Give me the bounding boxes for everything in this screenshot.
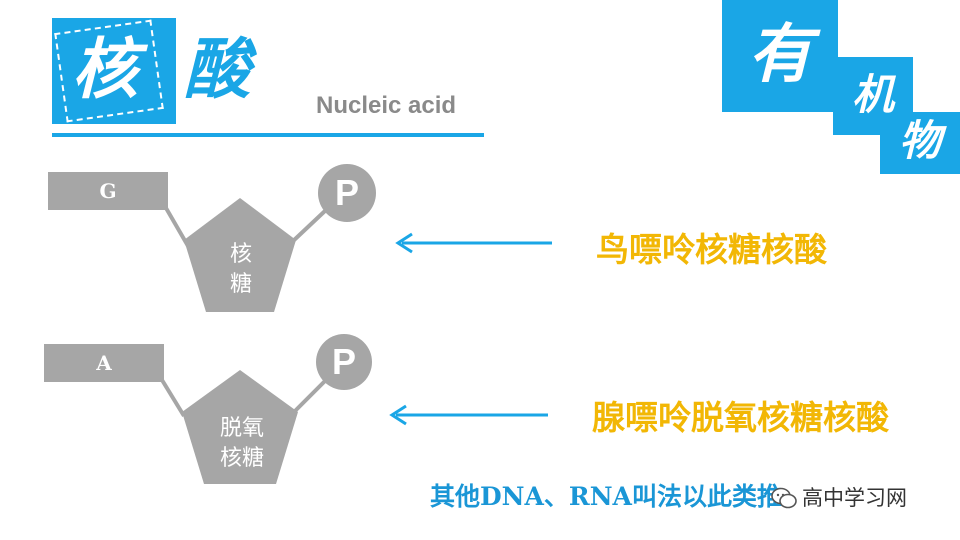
phosphate-circle-2: P [316, 334, 372, 390]
corner-char-1: 有 [748, 17, 812, 92]
wechat-icon [771, 487, 797, 509]
arrow-head-1 [395, 232, 413, 254]
phosphate-circle-1: P [318, 164, 376, 222]
sugar-pentagon-1 [184, 198, 296, 312]
title-char-he: 核 [72, 30, 138, 108]
watermark-text: 高中学习网 [802, 486, 907, 510]
sugar-label-2-line2: 核糖 [219, 446, 264, 471]
sugar-label-1: 核 糖 [196, 240, 286, 300]
title-char-suan: 酸 [184, 30, 250, 108]
sugar-label-2: 脱氧 核糖 [192, 414, 292, 474]
arrow-head-2 [389, 404, 407, 426]
base-box-1: G [48, 172, 168, 210]
corner-char-3: 物 [898, 116, 941, 165]
watermark: 高中学习网 [770, 484, 907, 512]
corner-block-3 [880, 112, 960, 174]
title-badge [52, 18, 176, 124]
title-underline [52, 133, 484, 137]
sugar-label-1-line2: 糖 [229, 272, 252, 297]
sugar-phosphate-bond-2 [290, 378, 328, 416]
corner-block-1 [722, 0, 838, 112]
sugar-phosphate-bond-1 [290, 208, 328, 244]
sugar-label-1-line1: 核 [229, 242, 252, 267]
corner-char-2: 机 [851, 70, 894, 119]
subtitle: Nucleic acid [316, 92, 457, 119]
footer-note: 其他DNA、RNA叫法以此类推 [430, 482, 782, 511]
base-box-2: A [44, 344, 164, 382]
sugar-label-2-line1: 脱氧 [219, 416, 264, 441]
sugar-pentagon-2 [182, 370, 298, 484]
nucleotide-name-2: 腺嘌呤脱氧核糖核酸 [592, 398, 889, 437]
base-sugar-bond-1 [164, 206, 190, 248]
base-sugar-bond-2 [160, 378, 186, 418]
nucleotide-name-1: 鸟嘌呤核糖核酸 [596, 230, 827, 269]
